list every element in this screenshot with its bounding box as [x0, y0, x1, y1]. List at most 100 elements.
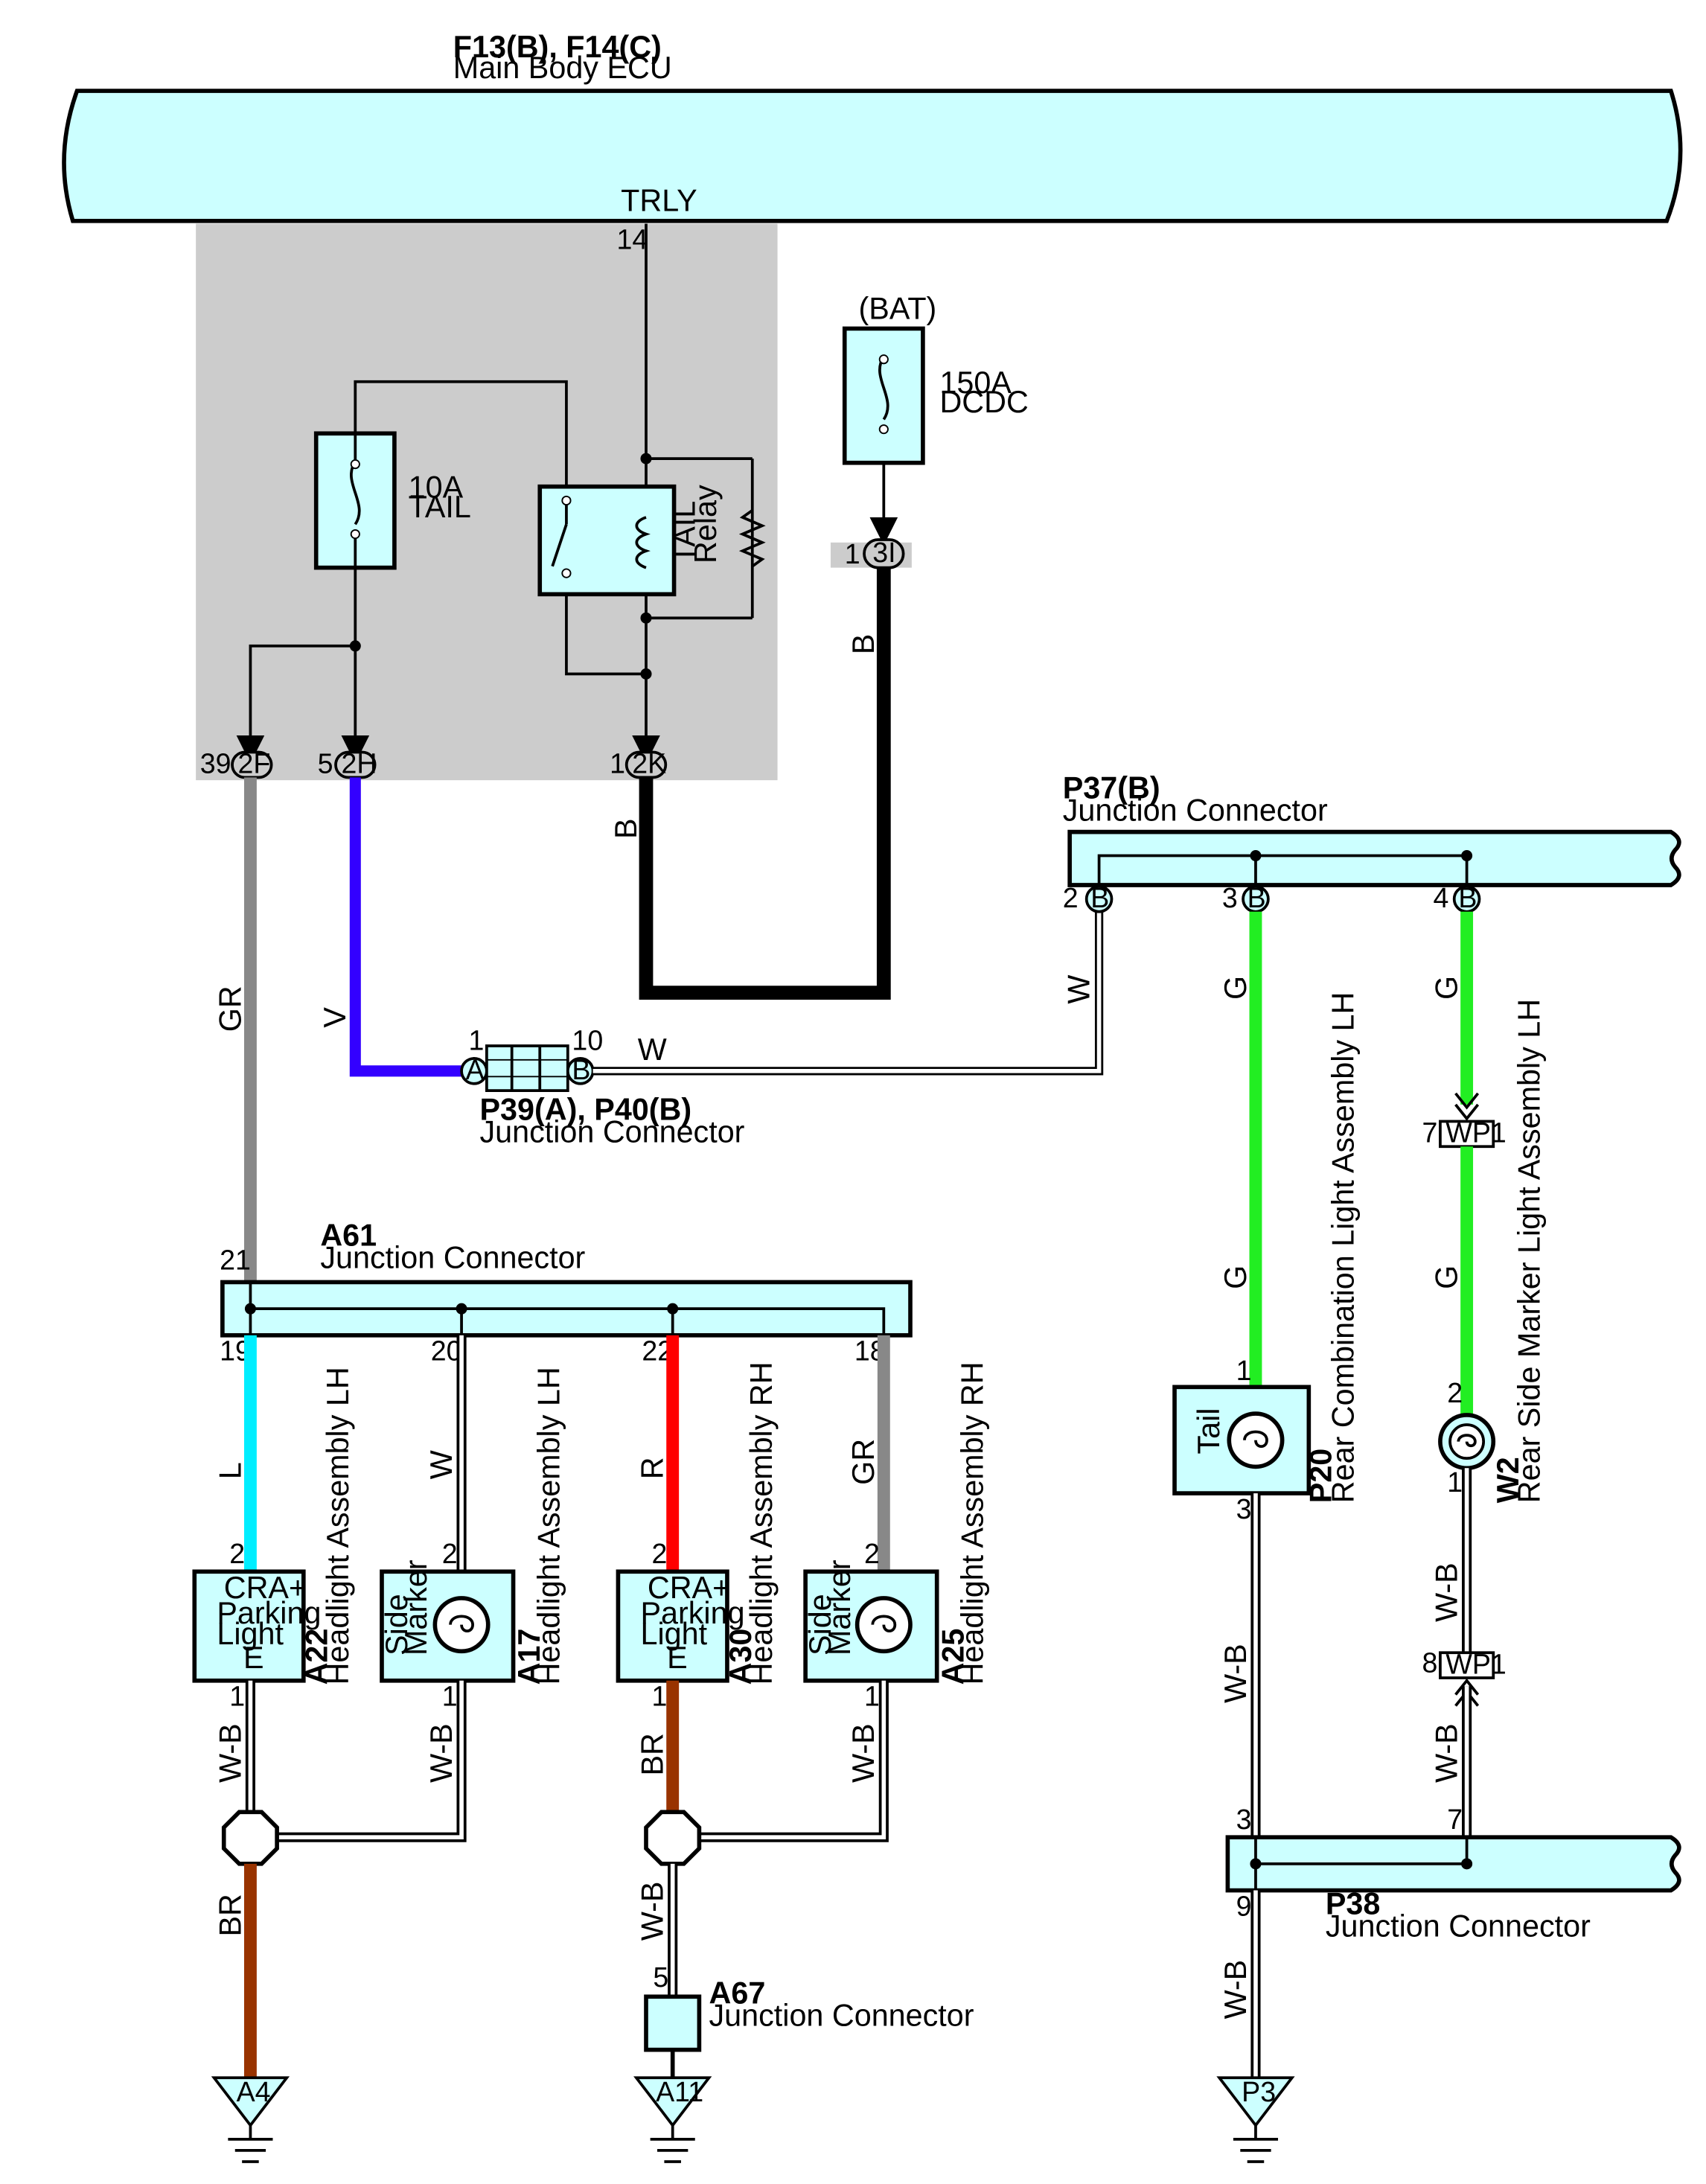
p37-code: P37(B) [1063, 771, 1160, 805]
a25-line1: Side [803, 1594, 837, 1655]
ecu-internal-wiring [249, 223, 754, 741]
a30-line1: CRA+ [648, 1571, 730, 1605]
connector-2f: 39 2F [200, 748, 273, 779]
a25-pin-out: 1 [864, 1681, 880, 1712]
wire-br-label-a30: BR [636, 1733, 670, 1775]
side-marker-w2: W2 Rear Side Marker Light Assembly LH 1 [1438, 999, 1546, 1503]
wire-w-p40-p37 [592, 908, 1104, 1076]
p39-conn-b: B [572, 1054, 590, 1085]
p39-code: P39(A), P40(B) [479, 1093, 691, 1127]
wire-br-label-ground: BR [213, 1894, 247, 1936]
w2-pin-in: 2 [1447, 1377, 1463, 1408]
wire-b-label-1: B [846, 634, 881, 655]
wire-wb-label-p38: W-B [1218, 1960, 1253, 2019]
p39-conn-a: A [466, 1054, 485, 1085]
junction-dots [349, 453, 652, 680]
wp1-pin-bottom: 8 [1422, 1647, 1437, 1679]
fuse-dcdc: (BAT) 150A DCDC [842, 291, 1029, 546]
p37-conn-2: B [1090, 882, 1109, 913]
p38-name: Junction Connector [1326, 1909, 1591, 1944]
wp1-bottom [1439, 1651, 1495, 1679]
a17-line2: Marker [399, 1559, 433, 1655]
wire-wb-label-a22: W-B [213, 1723, 247, 1783]
junction-p38: P38 Junction Connector 9 [1225, 1835, 1681, 1944]
a22-pin-in: 2 [229, 1538, 245, 1569]
connector-2h-pin: 5 [318, 748, 333, 779]
a22-pin-out: 1 [229, 1681, 245, 1712]
side-marker-a17: 2 Side Marker A17 Headlight Assembly LH … [380, 1367, 566, 1711]
wire-b [639, 567, 891, 1000]
splice-left [221, 1810, 279, 1866]
relay-coil-icon [635, 516, 651, 569]
side-marker-a25: 2 Side Marker A25 Headlight Assembly RH … [803, 1361, 990, 1711]
resistor-icon [738, 509, 766, 568]
ecu-body [62, 89, 1683, 223]
wire-wb-label-a67: W-B [636, 1882, 670, 1941]
p39-pin-b: 10 [572, 1025, 603, 1056]
wp1-label-top: WP1 [1445, 1117, 1506, 1149]
a67-pin: 5 [653, 1961, 668, 1993]
connector-2h-label: 2H [342, 748, 377, 779]
wp1-pin-top: 7 [1422, 1117, 1437, 1149]
w2-name: Rear Side Marker Light Assembly LH [1512, 999, 1546, 1503]
p38-pin-a: 3 [1236, 1804, 1252, 1835]
ground-a4: A4 [211, 2076, 290, 2163]
wire-g-label-3: G [1429, 976, 1463, 1000]
a30-pin-in: 2 [652, 1538, 668, 1569]
wire-g-label-2: G [1218, 1265, 1253, 1289]
wire-g-label-4: G [1429, 1265, 1463, 1289]
ecu-pin-14: 14 [617, 223, 648, 255]
fuse-dcdc-source: (BAT) [859, 291, 937, 325]
a22-line2: Parking [217, 1596, 321, 1630]
a30-name: Headlight Assembly RH [744, 1361, 779, 1685]
wire-wb-label-p20: W-B [1218, 1644, 1253, 1703]
a30-line4: E [667, 1641, 688, 1675]
connector-arrows [236, 735, 660, 764]
a67-name: Junction Connector [709, 1999, 974, 2033]
a25-line2: Marker [822, 1559, 857, 1655]
a22-line1: CRA+ [224, 1571, 307, 1605]
fuse-dcdc-name: DCDC [939, 385, 1028, 419]
wire-v [349, 777, 462, 1077]
fuse-tail: 10A TAIL [313, 431, 471, 570]
p37-pin-2: 2 [1063, 882, 1079, 913]
connector-2k: 1 2K [610, 748, 668, 779]
a61-in-pin: 21 [220, 1245, 251, 1276]
ground-p3: P3 [1216, 2076, 1295, 2163]
connector-2f-pin: 39 [200, 748, 231, 779]
a61-code: A61 [320, 1219, 377, 1253]
wire-wb-label-a25: W-B [846, 1723, 881, 1783]
junction-p39-p40: 1 10 A B P39(A), P40(B) Junction Connect… [460, 1025, 745, 1149]
a30-pin-out: 1 [652, 1681, 668, 1712]
fuse-tail-rating: 10A [409, 470, 464, 505]
wire-wb-label-wp1: W-B [1429, 1723, 1463, 1783]
p37-pin-3: 3 [1222, 882, 1238, 913]
fuse-tail-name: TAIL [409, 490, 471, 524]
ecu-code: F13(B), F14(C) [453, 30, 662, 64]
relay-name: TAIL [668, 501, 702, 563]
p39-pin-a: 1 [468, 1025, 484, 1056]
headlight-a22: 2 CRA+ Parking Light E A22 Headlight Ass… [192, 1367, 355, 1712]
a22-line4: E [243, 1641, 264, 1675]
connector-2k-label: 2K [632, 748, 666, 779]
a30-code: A30 [723, 1629, 758, 1685]
a30-line3: Light [640, 1617, 707, 1651]
wire-w-label-1: W [638, 1032, 667, 1067]
p20-pin-in: 1 [1236, 1355, 1252, 1386]
wire-w-label-2: W [1061, 975, 1096, 1004]
w2-code: W2 [1491, 1457, 1525, 1503]
connector-2f-label: 2F [238, 748, 271, 779]
a17-line1: Side [380, 1594, 414, 1655]
a17-name: Headlight Assembly LH [532, 1367, 566, 1685]
p37-pin-4: 4 [1434, 882, 1449, 913]
headlight-a30: 2 CRA+ Parking Light E A30 Headlight Ass… [616, 1361, 779, 1712]
wp1-label-bottom: WP1 [1445, 1648, 1506, 1679]
connector-2h: 5 2H [318, 748, 377, 779]
rear-combination-light-p20: Tail P20 Rear Combination Light Assembly… [1172, 992, 1360, 1524]
wire-g-label-1: G [1218, 976, 1253, 1000]
p37-conn-4: B [1458, 882, 1477, 913]
p20-name: Rear Combination Light Assembly LH [1326, 992, 1360, 1504]
a25-code: A25 [936, 1629, 970, 1685]
ecu-block: F13(B), F14(C) Main Body ECU TRLY [62, 30, 1683, 223]
